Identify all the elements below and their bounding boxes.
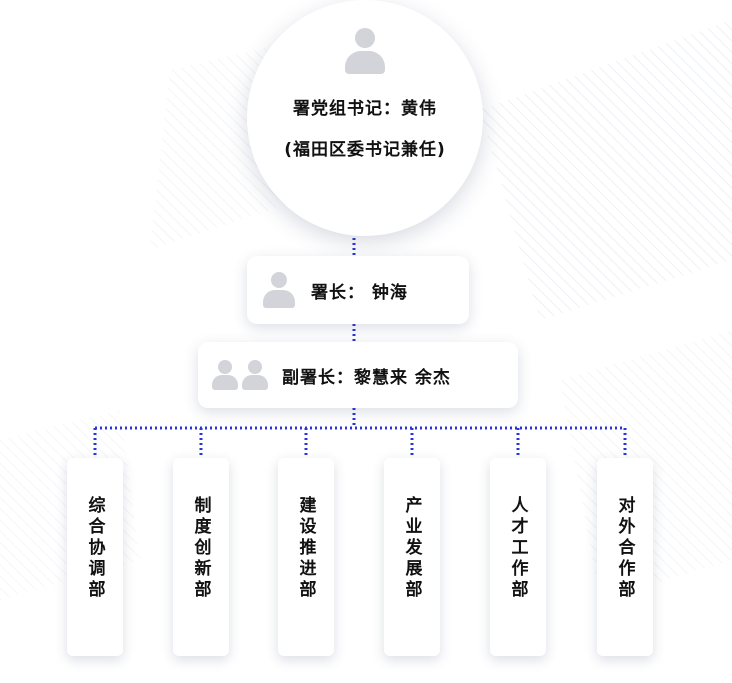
department-node: 人才工作部	[490, 458, 546, 656]
department-node: 对外合作部	[597, 458, 653, 656]
person-icon	[242, 360, 268, 390]
department-node: 产业发展部	[384, 458, 440, 656]
person-icon	[263, 272, 295, 308]
department-label: 产业发展部	[401, 496, 422, 601]
director-title: 署长： 钟海	[311, 282, 408, 303]
deputy-director-node: 副署长：黎慧来 余杰	[198, 342, 518, 408]
secretary-node: 署党组书记：黄伟 (福田区委书记兼任)	[247, 0, 483, 236]
department-label: 综合协调部	[84, 496, 105, 601]
department-label: 对外合作部	[614, 496, 635, 601]
department-label: 制度创新部	[190, 496, 211, 601]
secretary-title: 署党组书记：黄伟	[293, 99, 437, 119]
department-label: 建设推进部	[295, 496, 316, 601]
secretary-note: (福田区委书记兼任)	[284, 140, 446, 160]
department-node: 制度创新部	[173, 458, 229, 656]
department-label: 人才工作部	[507, 496, 528, 601]
person-icon	[212, 360, 238, 390]
department-node: 综合协调部	[67, 458, 123, 656]
department-node: 建设推进部	[278, 458, 334, 656]
deputy-title: 副署长：黎慧来 余杰	[282, 367, 451, 388]
director-node: 署长： 钟海	[247, 256, 469, 324]
person-icon	[345, 28, 385, 74]
